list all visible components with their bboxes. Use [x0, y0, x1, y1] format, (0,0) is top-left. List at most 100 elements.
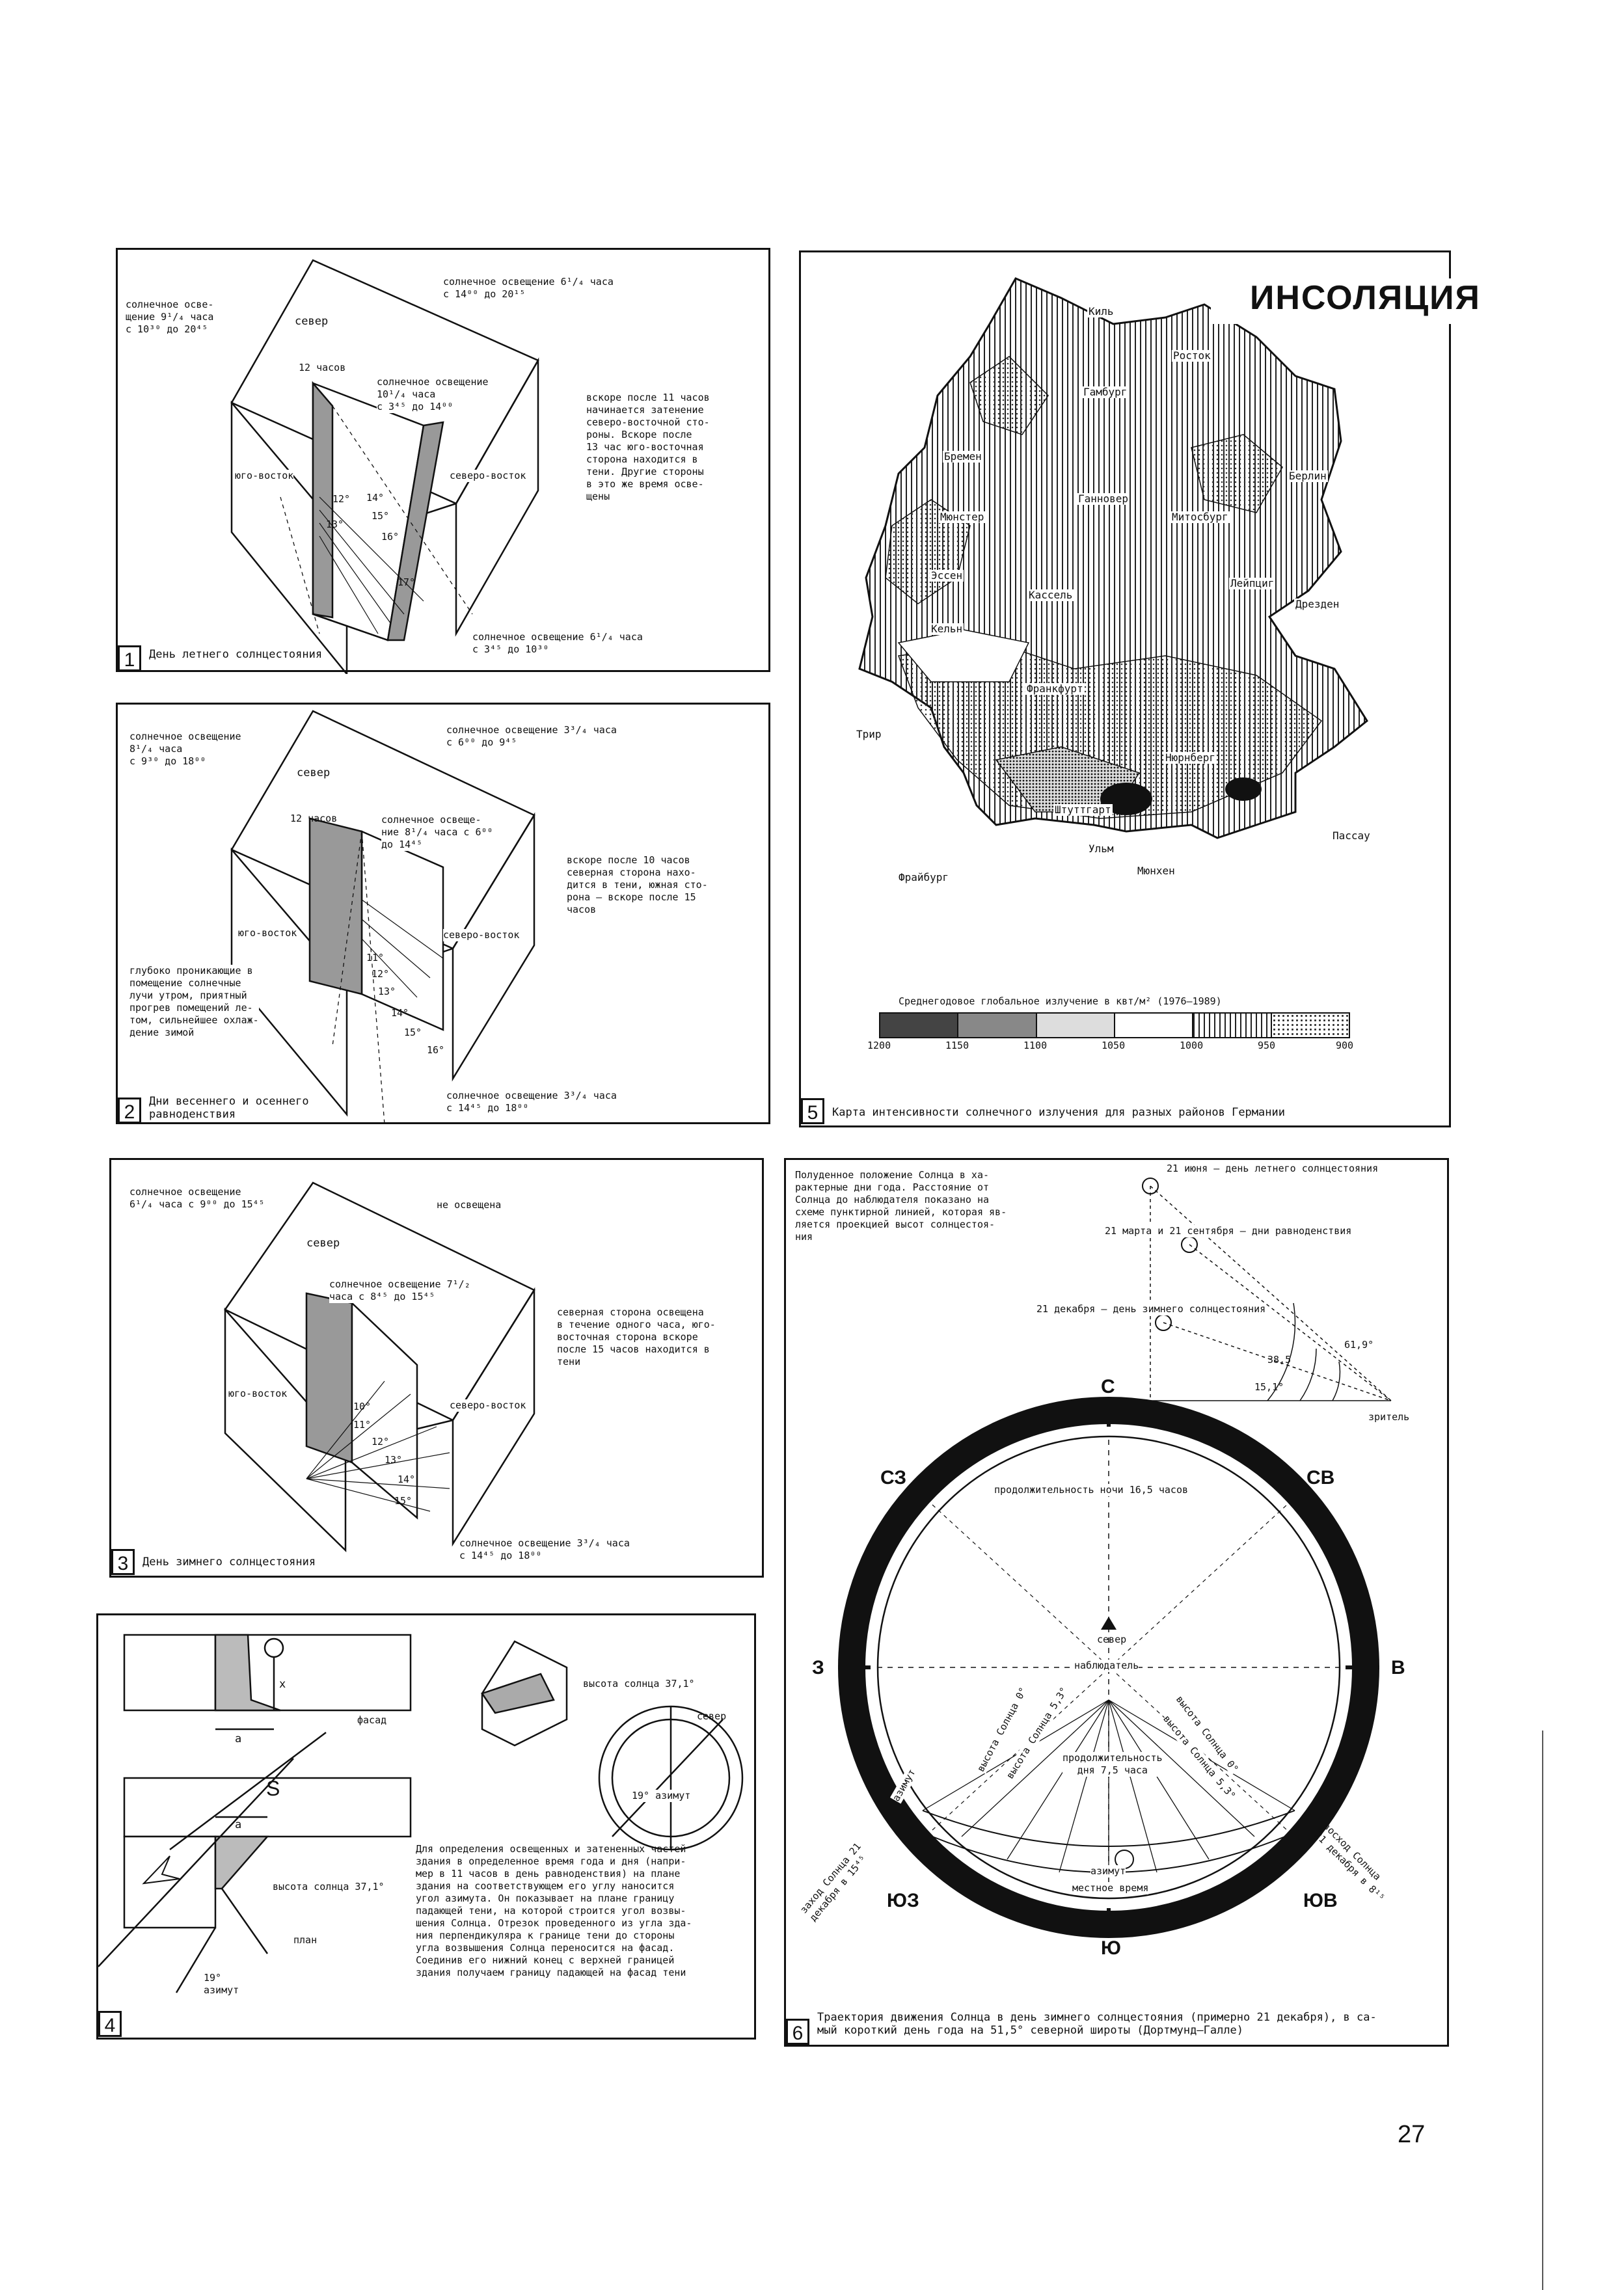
legend-swatch-1100 — [1036, 1014, 1115, 1037]
ne-light-label: солнечное освещение 3³/₄ часа с 6⁰⁰ до 9… — [446, 724, 617, 748]
germany-radiation-map — [858, 277, 1452, 839]
viewer-label: зритель — [1368, 1411, 1410, 1423]
hour-mark: 15° — [404, 1027, 422, 1038]
city-label: Эссен — [930, 569, 964, 582]
side-note: глубоко проникающие в помещение солнечны… — [129, 965, 259, 1039]
panel-number: 2 — [118, 1098, 141, 1124]
city-label: Мюнстер — [939, 511, 986, 523]
noon-label: 12 часов — [299, 362, 346, 373]
angle-label: 38,5 — [1267, 1354, 1292, 1366]
hour-mark: 12° — [372, 1436, 390, 1448]
city-label: Дрезден — [1294, 598, 1341, 610]
city-label: Нюрнберг — [1164, 751, 1217, 764]
hour-mark: 14° — [398, 1474, 416, 1485]
northeast-label: северо-восток — [450, 1399, 526, 1412]
observer-label: наблюдатель — [1074, 1660, 1139, 1672]
direction-southeast: ЮВ — [1303, 1890, 1338, 1911]
southeast-label: юго-восток — [238, 927, 297, 939]
north-label: север — [297, 766, 331, 779]
a-label-plan: a — [235, 1818, 242, 1831]
direction-north: С — [1101, 1376, 1115, 1397]
sun-height-label: высота солнца 37,1° — [583, 1678, 695, 1690]
legend-value: 1000 — [1180, 1040, 1204, 1051]
azimuth-bottom-label: 19° азимут — [204, 1972, 239, 1996]
angle-label: 15,1° — [1254, 1381, 1284, 1393]
panel-caption: День летнего солнцестояния — [149, 648, 323, 661]
ne-light-label: солнечное освещение 6¹/₄ часа с 14⁰⁰ до … — [443, 276, 614, 300]
legend-swatch-1000 — [1193, 1014, 1272, 1037]
night-duration: продолжительность ночи 16,5 часов — [994, 1484, 1189, 1496]
direction-southwest: ЮЗ — [887, 1890, 919, 1911]
legend-title: Среднегодовое глобальное излучение в квт… — [899, 995, 1222, 1007]
nw-light-label: солнечное освещение 8¹/₄ часа с 9³⁰ до 1… — [129, 731, 241, 767]
center-light-label: солнечное освещение 7¹/₂ часа с 8⁴⁵ до 1… — [329, 1278, 470, 1303]
hour-mark: 13° — [378, 986, 396, 997]
direction-west: З — [812, 1657, 824, 1678]
shading-note: северная сторона освещена в течение одно… — [557, 1306, 716, 1367]
x-label: x — [279, 1678, 286, 1691]
panel-caption: Карта интенсивности солнечного излучения… — [832, 1106, 1285, 1119]
panel-summer-solstice: солнечное осве- щение 9¹/₄ часа с 10³⁰ д… — [116, 248, 770, 674]
city-label: Фрайбург — [897, 871, 951, 883]
north-label: север — [295, 315, 329, 328]
facade-label: фасад — [357, 1714, 387, 1726]
shadow-construction-diagram — [98, 1634, 744, 1993]
a-label: a — [235, 1732, 242, 1745]
hour-mark: 16° — [427, 1044, 445, 1056]
hour-mark: 10° — [353, 1401, 372, 1412]
southeast-label: юго-восток — [235, 470, 294, 482]
direction-northeast: СВ — [1306, 1467, 1335, 1488]
north-label: север — [306, 1237, 340, 1250]
city-label: Ульм — [1087, 842, 1115, 855]
hour-mark: 15° — [394, 1495, 413, 1507]
shading-note: вскоре после 10 часов северная сторона н… — [567, 854, 708, 915]
city-label: Киль — [1087, 305, 1115, 317]
city-label: Ганновер — [1077, 492, 1130, 505]
day-duration: продолжительность дня 7,5 часа — [1062, 1752, 1163, 1777]
hour-mark: 11° — [366, 952, 385, 963]
azimuth-label: 19° азимут — [632, 1790, 691, 1802]
panel-winter-solstice: солнечное освещение 6¹/₄ часа с 9⁰⁰ до 1… — [109, 1158, 764, 1578]
legend-value: 950 — [1258, 1040, 1276, 1051]
s-label: S — [266, 1777, 280, 1800]
bottom-light-label: солнечное освещение 6¹/₄ часа с 3⁴⁵ до 1… — [472, 631, 643, 655]
city-label: Митосбург — [1171, 511, 1230, 523]
march-label: 21 марта и 21 сентября – дни равноденств… — [1105, 1225, 1352, 1237]
page-title: ИНСОЛЯЦИЯ — [1250, 279, 1481, 317]
legend-value: 900 — [1336, 1040, 1354, 1051]
city-label: Лейпциг — [1229, 577, 1276, 589]
hour-mark: 11° — [353, 1419, 372, 1431]
scan-margin-line — [1542, 1731, 1543, 2290]
bottom-light-label: солнечное освещение 3³/₄ часа с 14⁴⁵ до … — [459, 1537, 630, 1561]
sun-height-plan-label: высота солнца 37,1° — [273, 1881, 385, 1893]
city-label: Мюнхен — [1136, 865, 1176, 877]
plan-label: план — [293, 1934, 318, 1946]
building-diagram-3 — [224, 1181, 535, 1552]
method-text: Для определения освещенных и затененных … — [416, 1843, 692, 1978]
hour-mark: 15° — [372, 510, 390, 522]
direction-northwest: СЗ — [880, 1467, 907, 1488]
legend-swatch-1050 — [1115, 1014, 1194, 1037]
panel-caption: Траектория движения Солнца в день зимнег… — [817, 2011, 1377, 2037]
panel-insolation-map: ИНСОЛЯЦИЯ Киль Росток Гамбург Бремен Бер… — [799, 250, 1480, 1127]
panel-caption: День зимнего солнцестояния — [142, 1556, 316, 1569]
angle-label: 61,9° — [1344, 1339, 1374, 1351]
hour-mark: 13° — [326, 519, 344, 530]
june-label: 21 июня – день летнего солнцестояния — [1167, 1163, 1379, 1175]
center-light-label: солнечное освеще- ние 8¹/₄ часа с 6⁰⁰ до… — [381, 814, 493, 851]
azimuth-bottom: азимут — [1090, 1865, 1126, 1878]
city-label: Берлин — [1288, 470, 1328, 482]
southeast-label: юго-восток — [228, 1388, 288, 1400]
panel-number: 1 — [118, 645, 141, 671]
panel-sun-path: Полуденное положение Солнца в ха- рактер… — [784, 1158, 1449, 2047]
panel-caption: Дни весеннего и осеннего равноденствия — [149, 1095, 309, 1121]
city-label: Штуттгарт — [1053, 803, 1113, 816]
nw-light-label: солнечное освещение 6¹/₄ часа с 9⁰⁰ до 1… — [129, 1186, 265, 1210]
city-label: Трир — [855, 728, 883, 740]
shading-note: вскоре после 11 часов начинается затенен… — [586, 392, 710, 502]
panel-number: 6 — [786, 2019, 809, 2045]
city-label: Пассау — [1331, 829, 1372, 842]
hour-mark: 13° — [385, 1454, 403, 1466]
northeast-label: северо-восток — [443, 929, 520, 941]
december-label: 21 декабря – день зимнего солнцестояния — [1036, 1303, 1266, 1315]
